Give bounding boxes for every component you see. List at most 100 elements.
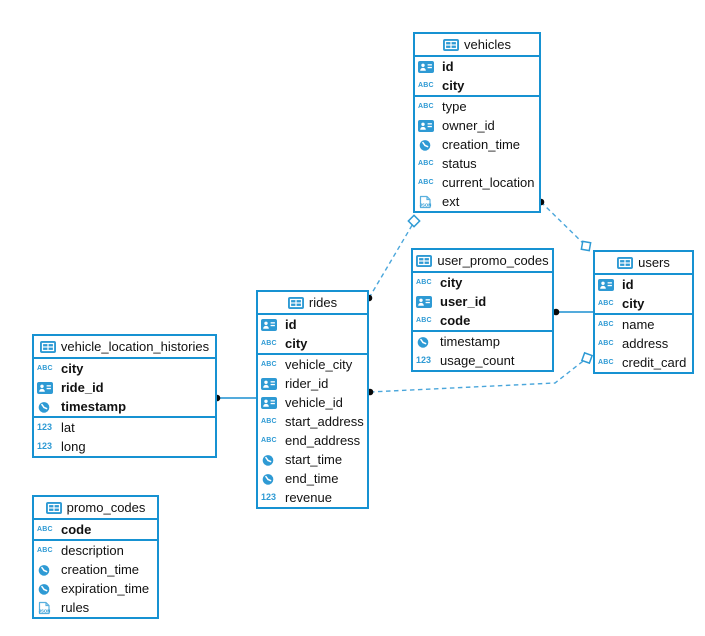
column-name: lat [61,420,75,435]
column-name: id [622,277,634,292]
table-icon [416,254,433,267]
abc-text-type-icon: ABC [418,103,434,110]
clock-icon [37,582,56,596]
column-row: vehicle_id [258,393,367,412]
column-row: owner_id [415,116,539,135]
primary-key-row: ABC code [34,520,157,539]
table-header[interactable]: users [595,252,692,275]
abc-text-type-icon: ABC [261,340,277,347]
clock-icon [261,453,280,467]
table-header[interactable]: vehicles [415,34,539,57]
column-row: creation_time [34,560,157,579]
abc-text-type-icon: ABC [598,340,614,347]
clock-icon [37,400,56,414]
abc-text-type-icon: ABC [37,365,53,372]
column-name: start_time [285,452,343,467]
column-name: vehicle_city [285,357,353,372]
relationship-endpoint-dot [552,308,560,316]
abc-text-type-icon: ABC [37,547,53,554]
abc-text-type-icon: ABC [598,321,614,328]
primary-key-row: id [595,275,692,294]
column-name: id [285,317,297,332]
relationship-endpoint-square [580,351,594,365]
table-title: vehicle_location_histories [60,339,210,354]
column-row: 123 long [34,437,215,456]
abc-text-type-icon: ABC [261,418,277,425]
primary-key-row: ABC city [413,273,552,292]
table-title: rides [308,295,338,310]
column-name: usage_count [440,353,515,368]
table-title: users [638,255,670,270]
column-name: long [61,439,86,454]
table-icon [39,340,56,353]
primary-key-section: ABC code [34,520,157,539]
abc-text-type-icon: ABC [416,279,432,286]
primary-key-row: ride_id [34,378,215,397]
abc-text-type-icon: ABC [418,82,434,89]
column-name: timestamp [440,334,500,349]
clock-icon [261,472,280,486]
table-header[interactable]: rides [258,292,367,315]
table-header[interactable]: vehicle_location_histories [34,336,215,359]
column-name: current_location [442,175,535,190]
id-card-icon [416,295,435,308]
id-card-icon [418,60,437,73]
numeric-123-type-icon: 123 [37,441,53,451]
column-row: creation_time [415,135,539,154]
column-name: city [61,361,84,376]
primary-key-row: ABC city [595,294,692,313]
id-card-icon [261,318,280,331]
json-document-icon: JSON [37,601,56,615]
abc-text-type-icon: ABC [418,160,434,167]
primary-key-row: id [258,315,367,334]
svg-text:JSON: JSON [420,202,432,207]
relationship-line-rides-users [369,357,588,393]
primary-key-row: timestamp [34,397,215,416]
abc-text-type-icon: ABC [416,317,432,324]
column-name: code [61,522,92,537]
column-name: end_time [285,471,339,486]
relationship-line-vehicles-users [540,201,587,247]
table-header[interactable]: user_promo_codes [413,250,552,273]
abc-text-type-icon: ABC [261,361,277,368]
abc-text-type-icon: ABC [37,526,53,533]
table-header[interactable]: promo_codes [34,497,157,520]
column-row: ABC address [595,334,692,353]
column-name: city [622,296,645,311]
relationship-line-rides-vehicles [368,221,415,299]
primary-key-row: ABC city [34,359,215,378]
column-name: city [440,275,463,290]
table-icon [45,501,62,514]
table-icon [443,38,460,51]
id-card-icon [37,381,56,394]
column-name: address [622,336,669,351]
table-icon [287,296,304,309]
column-row: timestamp [413,332,552,351]
abc-text-type-icon: ABC [598,300,614,307]
clock-icon [416,335,435,349]
